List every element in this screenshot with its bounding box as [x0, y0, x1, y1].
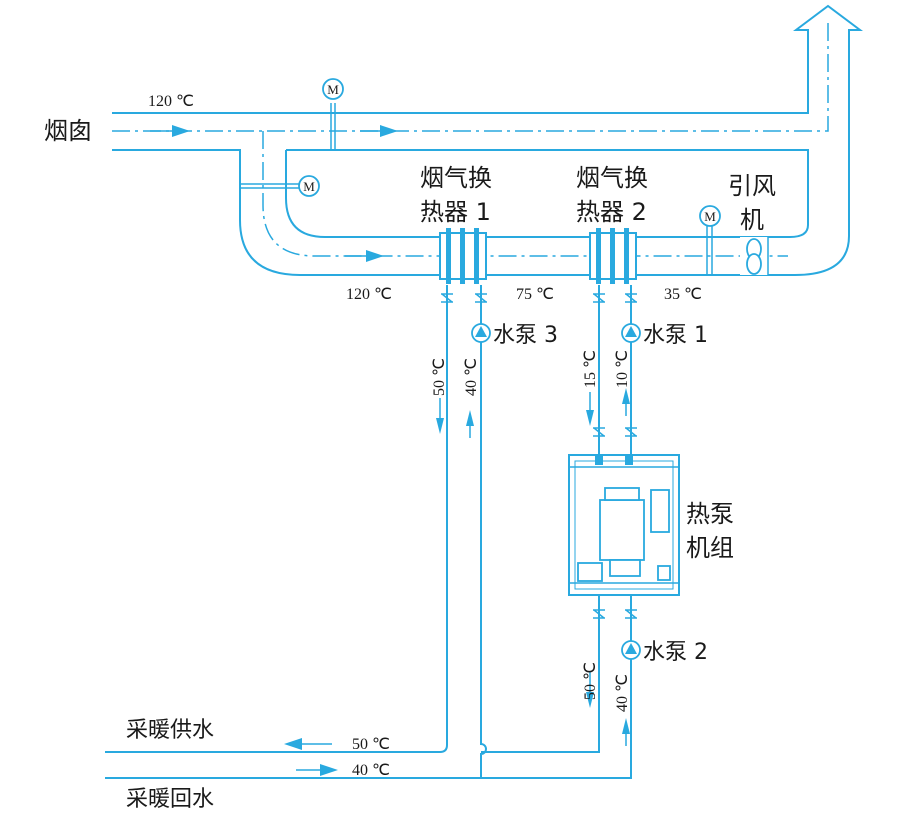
loop-heating	[481, 595, 632, 779]
valve-hx2-a[interactable]	[593, 293, 605, 303]
valve-hp-out-b[interactable]	[625, 609, 637, 619]
pump2-label: 水泵 2	[643, 640, 708, 665]
hx1-label-2: 热器 1	[420, 198, 491, 226]
pump-1[interactable]	[621, 323, 641, 343]
induced-draft-fan[interactable]	[740, 237, 769, 275]
loop3-down-temp: 50 ℃	[431, 358, 448, 396]
flue-out-temp: 35 ℃	[664, 286, 702, 303]
valve-hx1-b[interactable]	[475, 293, 487, 303]
fan-label-1: 引风	[728, 172, 776, 200]
valve-hx1-a[interactable]	[441, 293, 453, 303]
motor-label: M	[704, 209, 716, 224]
hx2-label-1: 烟气换	[576, 164, 648, 192]
loop3-up-temp: 40 ℃	[463, 358, 480, 396]
loop-exchanger-2	[586, 285, 632, 455]
supply-temp: 50 ℃	[352, 736, 390, 753]
flue-heat-exchanger-2[interactable]	[589, 228, 637, 284]
flue-top-temp: 120 ℃	[148, 93, 194, 110]
valve-hp-in-a[interactable]	[593, 427, 605, 437]
flue-heat-exchanger-1[interactable]	[439, 228, 487, 284]
loop2-up-temp: 40 ℃	[614, 674, 631, 712]
valve-hp-in-b[interactable]	[625, 427, 637, 437]
return-temp: 40 ℃	[352, 762, 390, 779]
supply-label: 采暖供水	[126, 718, 214, 743]
bypass-damper[interactable]: M	[240, 175, 320, 197]
pump-3[interactable]	[471, 323, 491, 343]
heat-pump-unit[interactable]	[568, 454, 680, 596]
flue-flow-arrows	[150, 125, 398, 262]
motor-label: M	[303, 179, 315, 194]
pump-2[interactable]	[621, 640, 641, 660]
valve-hx2-b[interactable]	[625, 293, 637, 303]
fan-label-2: 机	[740, 206, 764, 234]
pump1-label: 水泵 1	[643, 323, 708, 348]
heatpump-label-2: 机组	[686, 534, 734, 562]
motor-label: M	[327, 82, 339, 97]
flue-in-temp: 120 ℃	[346, 286, 392, 303]
hx2-label-2: 热器 2	[576, 198, 647, 226]
loop1-up-temp: 10 ℃	[614, 350, 631, 388]
loop-exchanger-1	[105, 285, 487, 779]
pump3-label: 水泵 3	[493, 323, 558, 348]
main-flue-duct	[112, 4, 863, 276]
valve-hp-out-a[interactable]	[593, 609, 605, 619]
chimney-label: 烟囱	[44, 117, 92, 145]
hx1-label-1: 烟气换	[420, 164, 492, 192]
loop2-down-temp: 50 ℃	[582, 662, 599, 700]
top-damper[interactable]: M	[322, 78, 344, 150]
heatpump-label-1: 热泵	[686, 500, 734, 528]
heating-flow-arrows	[284, 738, 338, 776]
return-label: 采暖回水	[126, 787, 214, 812]
flue-mid-temp: 75 ℃	[516, 286, 554, 303]
loop1-down-temp: 15 ℃	[582, 350, 599, 388]
fan-damper[interactable]: M	[699, 205, 721, 276]
